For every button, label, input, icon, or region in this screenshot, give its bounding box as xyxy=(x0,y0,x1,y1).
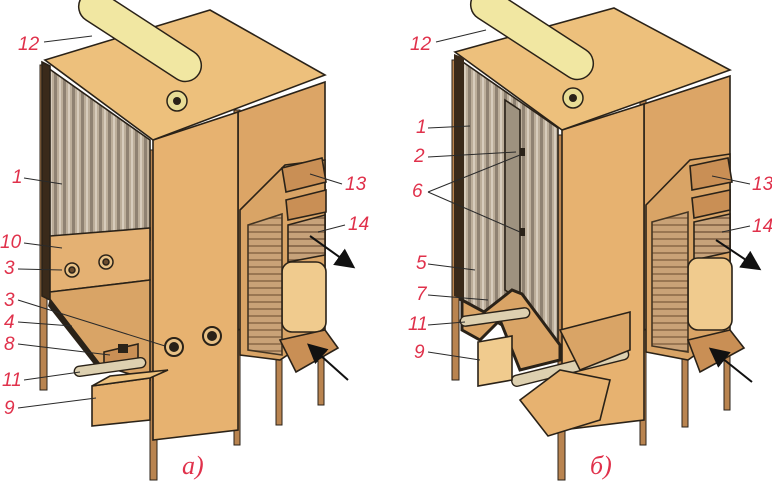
burners-upper xyxy=(64,254,114,278)
furnace-left-frame-b xyxy=(454,54,464,300)
air-inlet-arrow-b xyxy=(708,347,753,383)
boiler-diagram-b xyxy=(427,0,762,481)
callout-label: 8 xyxy=(4,334,15,355)
flue-gas-arrow xyxy=(309,235,356,269)
caption-b: б) xyxy=(590,451,612,480)
leader-lines-a xyxy=(17,35,346,409)
callout-label: 10 xyxy=(0,232,22,253)
callout-label: 9 xyxy=(414,342,425,363)
callout-label: 4 xyxy=(4,312,15,333)
steam-drum xyxy=(77,0,203,112)
callout-label: 6 xyxy=(412,181,423,202)
callout-label: 3 xyxy=(4,290,15,311)
callout-label: 14 xyxy=(752,216,772,237)
callout-label: 5 xyxy=(416,253,427,274)
callout-label: 1 xyxy=(416,117,427,138)
callout-label: 2 xyxy=(413,146,425,167)
furnace-v-hopper xyxy=(460,288,562,372)
callout-label: 7 xyxy=(416,284,428,305)
ash-hopper-b-left xyxy=(477,335,513,387)
callout-label: 12 xyxy=(410,34,432,55)
leader-lines-b xyxy=(427,29,751,361)
callout-label: 13 xyxy=(345,174,367,195)
callout-label: 3 xyxy=(4,258,15,279)
callout-label: 12 xyxy=(18,34,40,55)
callout-label: 1 xyxy=(12,167,23,188)
steam-drum-b xyxy=(469,0,595,109)
flue-gas-arrow-b xyxy=(715,239,762,271)
caption-a: а) xyxy=(182,451,204,480)
bottom-pipe-b xyxy=(459,307,531,327)
callout-label: 9 xyxy=(4,398,15,419)
callout-label: 11 xyxy=(2,370,22,391)
boiler-diagram-a xyxy=(17,0,356,481)
callout-label: 13 xyxy=(752,174,772,195)
air-inlet-arrow xyxy=(307,343,349,381)
bottom-pipe xyxy=(73,356,147,378)
burners-front xyxy=(164,326,222,357)
double-light-screen xyxy=(504,98,521,302)
callout-label: 11 xyxy=(408,314,428,335)
callout-label: 14 xyxy=(348,214,369,235)
air-heater-b xyxy=(645,153,746,374)
hopper-dark-edge xyxy=(48,298,100,372)
ash-hopper-b-right xyxy=(518,369,611,437)
boiler-front-wall xyxy=(152,110,239,441)
